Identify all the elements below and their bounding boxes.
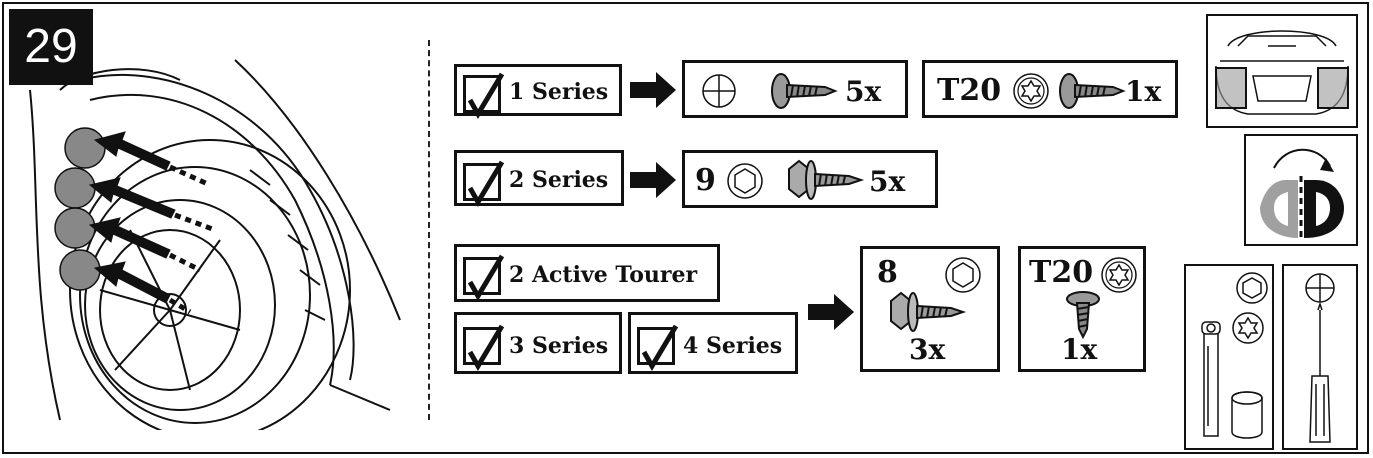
- checkbox: [463, 72, 505, 119]
- checkmark-icon: [467, 254, 505, 301]
- screw-icon: [788, 159, 865, 200]
- quantity: 3x: [909, 333, 946, 366]
- hex-icon: [727, 163, 763, 199]
- tool-box-socket: [1184, 264, 1274, 450]
- tool-box-screwdriver: [1282, 264, 1358, 450]
- checkmark-icon: [467, 324, 505, 371]
- phillips-icon: [702, 74, 736, 108]
- fastener-box-1-series-phillips: 5x: [682, 60, 908, 118]
- model-box-4-series: 4 Series: [628, 312, 798, 374]
- model-box-2-series: 2 Series: [454, 150, 624, 207]
- model-label: 2 Active Tourer: [509, 262, 698, 288]
- hex-size: 9: [695, 163, 716, 198]
- checkmark-icon: [467, 160, 505, 207]
- fastener-box-group3-hex: 8 3x: [860, 246, 1000, 372]
- section-divider: [428, 40, 430, 420]
- checkbox: [637, 324, 679, 371]
- model-box-3-series: 3 Series: [454, 312, 622, 374]
- screw-icon: [1066, 291, 1100, 339]
- checkbox: [463, 160, 505, 207]
- checkbox: [463, 324, 505, 371]
- fastener-box-group3-torx: T20 1x: [1018, 246, 1146, 372]
- hex-size: 8: [877, 255, 898, 290]
- fastener-box-1-series-torx: T20 1x: [922, 60, 1178, 118]
- torx-label: T20: [937, 73, 1002, 108]
- arrow-right-icon: [628, 72, 678, 108]
- hex-icon: [945, 257, 981, 293]
- screw-icon: [771, 73, 838, 109]
- torx-icon: [1101, 257, 1137, 293]
- model-label: 3 Series: [509, 333, 609, 359]
- model-label: 1 Series: [509, 79, 609, 105]
- quantity: 5x: [869, 165, 906, 198]
- checkbox: [463, 254, 505, 301]
- quantity: 1x: [1061, 333, 1098, 366]
- fastener-box-2-series-hex: 9 5x: [682, 150, 938, 208]
- step-number: 29: [9, 9, 93, 85]
- model-label: 2 Series: [509, 167, 609, 193]
- quantity: 1x: [1125, 75, 1162, 108]
- checkmark-icon: [641, 324, 679, 371]
- screw-icon: [890, 291, 967, 332]
- torx-icon: [1013, 73, 1049, 109]
- screwdriver-icon: [1305, 273, 1335, 443]
- checkmark-icon: [467, 72, 505, 119]
- car-rear-view-box: [1206, 14, 1358, 128]
- torx-label: T20: [1029, 255, 1094, 290]
- socket-wrench-icon: [1201, 272, 1268, 439]
- rotate-box: [1244, 134, 1358, 246]
- screw-icon: [1059, 73, 1126, 109]
- arrow-right-icon: [628, 162, 678, 198]
- model-box-1-series: 1 Series: [454, 64, 622, 119]
- car-rear-icon: [1215, 30, 1349, 115]
- model-label: 4 Series: [683, 333, 783, 359]
- model-box-2-active-tourer: 2 Active Tourer: [454, 244, 720, 302]
- arrow-right-icon: [806, 294, 856, 330]
- quantity: 5x: [845, 75, 882, 108]
- wheel-arch-illustration: [20, 40, 420, 430]
- wheel-arch-icon: [29, 59, 401, 430]
- rotate-icon: [1260, 148, 1344, 242]
